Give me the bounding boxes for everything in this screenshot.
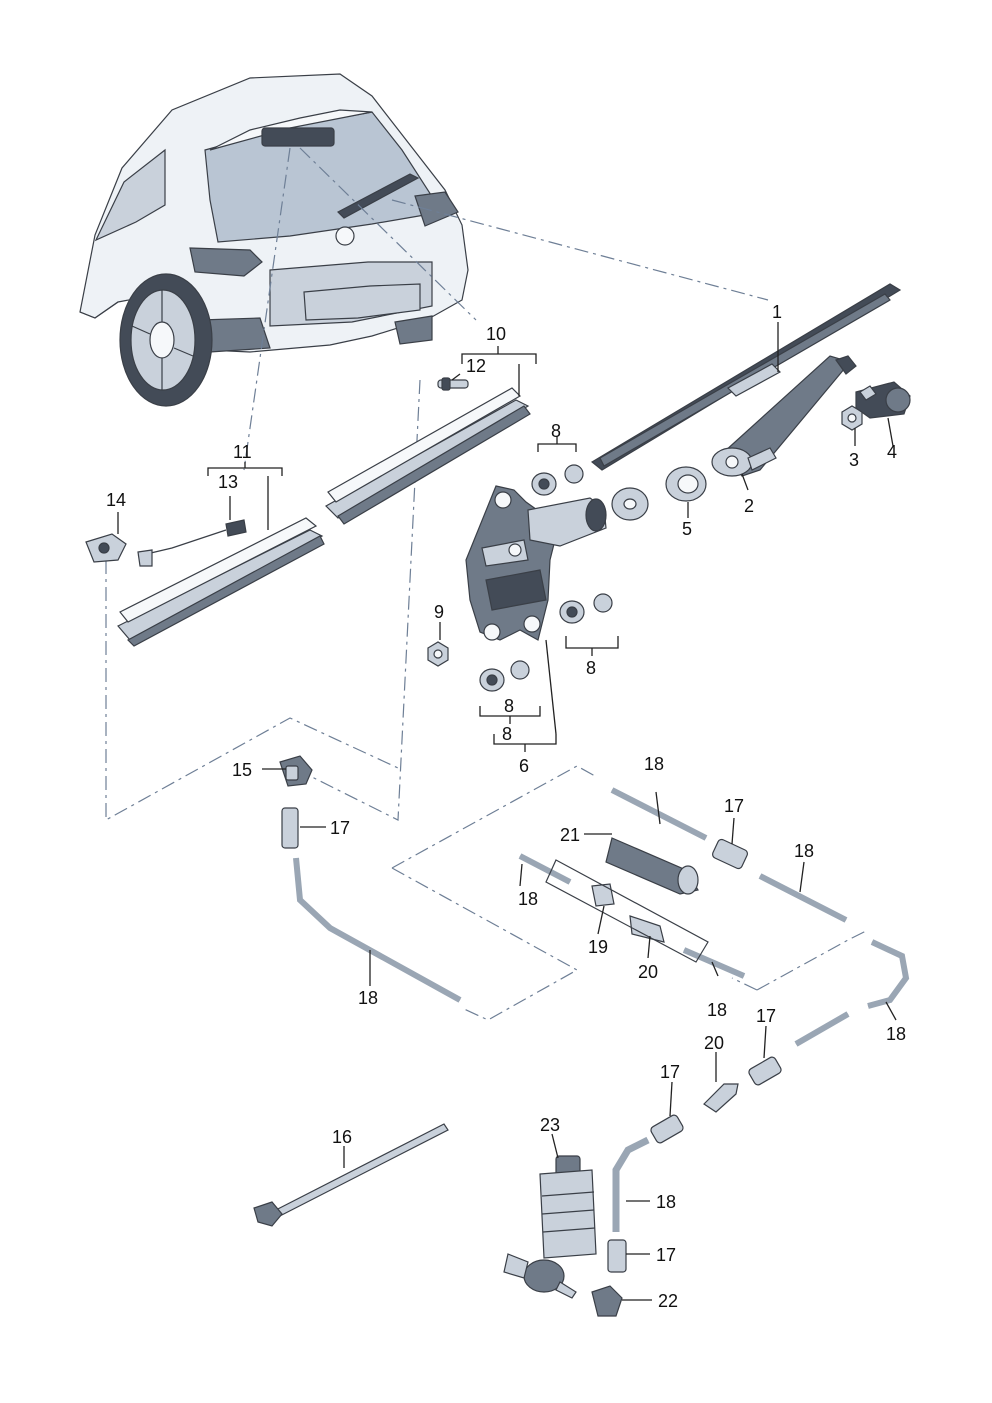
callout-18: 18 <box>644 754 664 774</box>
callout-9: 9 <box>434 602 444 622</box>
callout-18: 18 <box>656 1192 676 1212</box>
callout-12: 12 <box>466 356 486 376</box>
callout-8: 8 <box>551 421 561 441</box>
callout-3: 3 <box>849 450 859 470</box>
callout-4: 4 <box>887 442 897 462</box>
nut-9 <box>427 641 449 667</box>
callout-8: 8 <box>502 724 512 744</box>
wiper-arm <box>711 355 857 477</box>
callout-18: 18 <box>886 1024 906 1044</box>
callout-15: 15 <box>232 760 252 780</box>
license-light-strip <box>117 517 325 647</box>
callout-22: 22 <box>658 1291 678 1311</box>
washer-jet <box>85 533 127 563</box>
callout-18: 18 <box>707 1000 727 1020</box>
callout-8: 8 <box>586 658 596 678</box>
callout-10: 10 <box>486 324 506 344</box>
callout-19: 19 <box>588 937 608 957</box>
callout-18: 18 <box>358 988 378 1008</box>
rubber-grommets <box>479 464 613 692</box>
callout-20: 20 <box>638 962 658 982</box>
callout-18: 18 <box>518 889 538 909</box>
callout-17: 17 <box>330 818 350 838</box>
washer-pump <box>503 1155 597 1299</box>
angle-connector <box>279 755 313 787</box>
callout-16: 16 <box>332 1127 352 1147</box>
callout-11: 11 <box>233 442 252 462</box>
hose-right <box>610 787 910 1086</box>
vehicle-rear-illustration <box>79 73 469 407</box>
wiring-harness <box>137 519 247 567</box>
callout-17: 17 <box>656 1245 676 1265</box>
callout-2: 2 <box>744 496 754 516</box>
seal-ring <box>611 466 707 521</box>
leader-lines <box>117 322 897 1301</box>
callout-5: 5 <box>682 519 692 539</box>
callout-labels: 1 2 3 4 5 6 8 8 8 8 9 10 11 12 13 14 15 … <box>106 302 906 1311</box>
callout-13: 13 <box>218 472 238 492</box>
callout-20: 20 <box>704 1033 724 1053</box>
callout-18: 18 <box>794 841 814 861</box>
third-brake-light <box>325 387 531 525</box>
wiper-blade <box>590 283 902 471</box>
cable-tie <box>253 1123 449 1227</box>
callout-6: 6 <box>519 756 529 776</box>
callout-14: 14 <box>106 490 126 510</box>
callout-23: 23 <box>540 1115 560 1135</box>
callout-1: 1 <box>772 302 782 322</box>
callout-8: 8 <box>504 696 514 716</box>
hose-lower <box>591 1083 739 1317</box>
callout-17: 17 <box>756 1006 776 1026</box>
callout-17: 17 <box>724 796 744 816</box>
hose-filter-assembly <box>518 837 746 979</box>
wiper-motor <box>465 485 607 641</box>
callout-21: 21 <box>560 825 580 845</box>
cover-cap <box>855 381 911 419</box>
reference-lines <box>105 147 869 1021</box>
hose-left <box>281 807 462 1003</box>
hex-nut-3 <box>841 405 863 431</box>
callout-17: 17 <box>660 1062 680 1082</box>
